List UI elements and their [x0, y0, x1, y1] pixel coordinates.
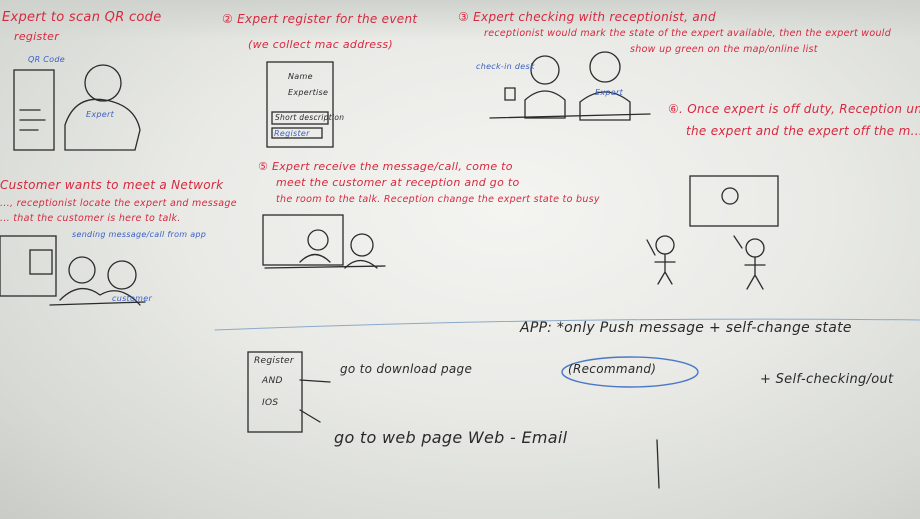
recommend-ellipse	[561, 356, 699, 388]
step6-title: ⑥. Once expert is off duty, Reception un…	[668, 102, 920, 116]
step6-person-left	[655, 235, 675, 255]
step2-form-register: Register	[274, 129, 310, 138]
step3-receptionist-head	[530, 55, 560, 85]
step5-room	[262, 214, 344, 266]
self-check-label: + Self-checking/out	[760, 372, 894, 387]
step3-subtitle: receptionist would mark the state of the…	[484, 28, 892, 39]
step1-expert-body	[64, 98, 141, 151]
step4-blue-note: sending message/call from app	[72, 230, 207, 239]
app-line: APP: *only Push message + self-change st…	[520, 320, 852, 336]
step2-form	[266, 61, 334, 148]
step5-subtitle: meet the customer at reception and go to	[276, 176, 520, 189]
step2-form-name: Name	[288, 72, 313, 81]
step2-title: ② Expert register for the event	[222, 12, 418, 26]
download-label: go to download page	[340, 362, 473, 376]
web-label: go to web page Web - Email	[334, 428, 568, 447]
step4-poster	[0, 235, 57, 297]
step1-qr-label: QR Code	[28, 55, 65, 64]
step1-subtitle: register	[14, 30, 60, 43]
step4-customer-head	[107, 260, 137, 290]
step1-poster	[13, 69, 55, 151]
step4-title: Customer wants to meet a Network	[0, 178, 224, 192]
and-label: AND	[262, 376, 283, 386]
step4-receptionist-head	[68, 256, 96, 284]
recommend-label: (Recommand)	[568, 362, 657, 376]
step5-title: ⑤ Expert receive the message/call, come …	[258, 160, 513, 173]
step2-subtitle: (we collect mac address)	[248, 38, 394, 51]
step4-subtitle-2: ... that the customer is here to talk.	[0, 213, 181, 224]
step1-expert-label: Expert	[86, 110, 115, 119]
step2-form-expertise: Expertise	[288, 88, 329, 97]
step3-expert-head	[589, 51, 621, 83]
step3-subtitle-2: show up green on the map/online list	[630, 44, 818, 55]
register-label: Register	[254, 356, 294, 366]
step6-person-right	[745, 238, 765, 258]
ios-label: IOS	[262, 398, 279, 408]
step1-title: Expert to scan QR code	[2, 10, 162, 25]
register-box	[247, 351, 303, 433]
step5-customer-head	[350, 233, 374, 257]
divider-line	[214, 318, 920, 331]
step3-expert-label: Expert	[595, 88, 624, 97]
step3-sign-label: check-in desk	[476, 62, 535, 71]
step4-subtitle: ..., receptionist locate the expert and …	[0, 198, 237, 209]
step6-subtitle: the expert and the expert off the m...	[686, 124, 920, 138]
step6-desk	[689, 175, 779, 227]
step5-subtitle-2: the room to the talk. Reception change t…	[276, 194, 600, 205]
step4-customer-label: customer	[112, 294, 153, 303]
step1-expert-head	[84, 64, 122, 102]
top-glare	[0, 0, 920, 40]
step2-form-description: Short description	[275, 113, 345, 122]
step3-title: ③ Expert checking with receptionist, and	[458, 10, 716, 24]
